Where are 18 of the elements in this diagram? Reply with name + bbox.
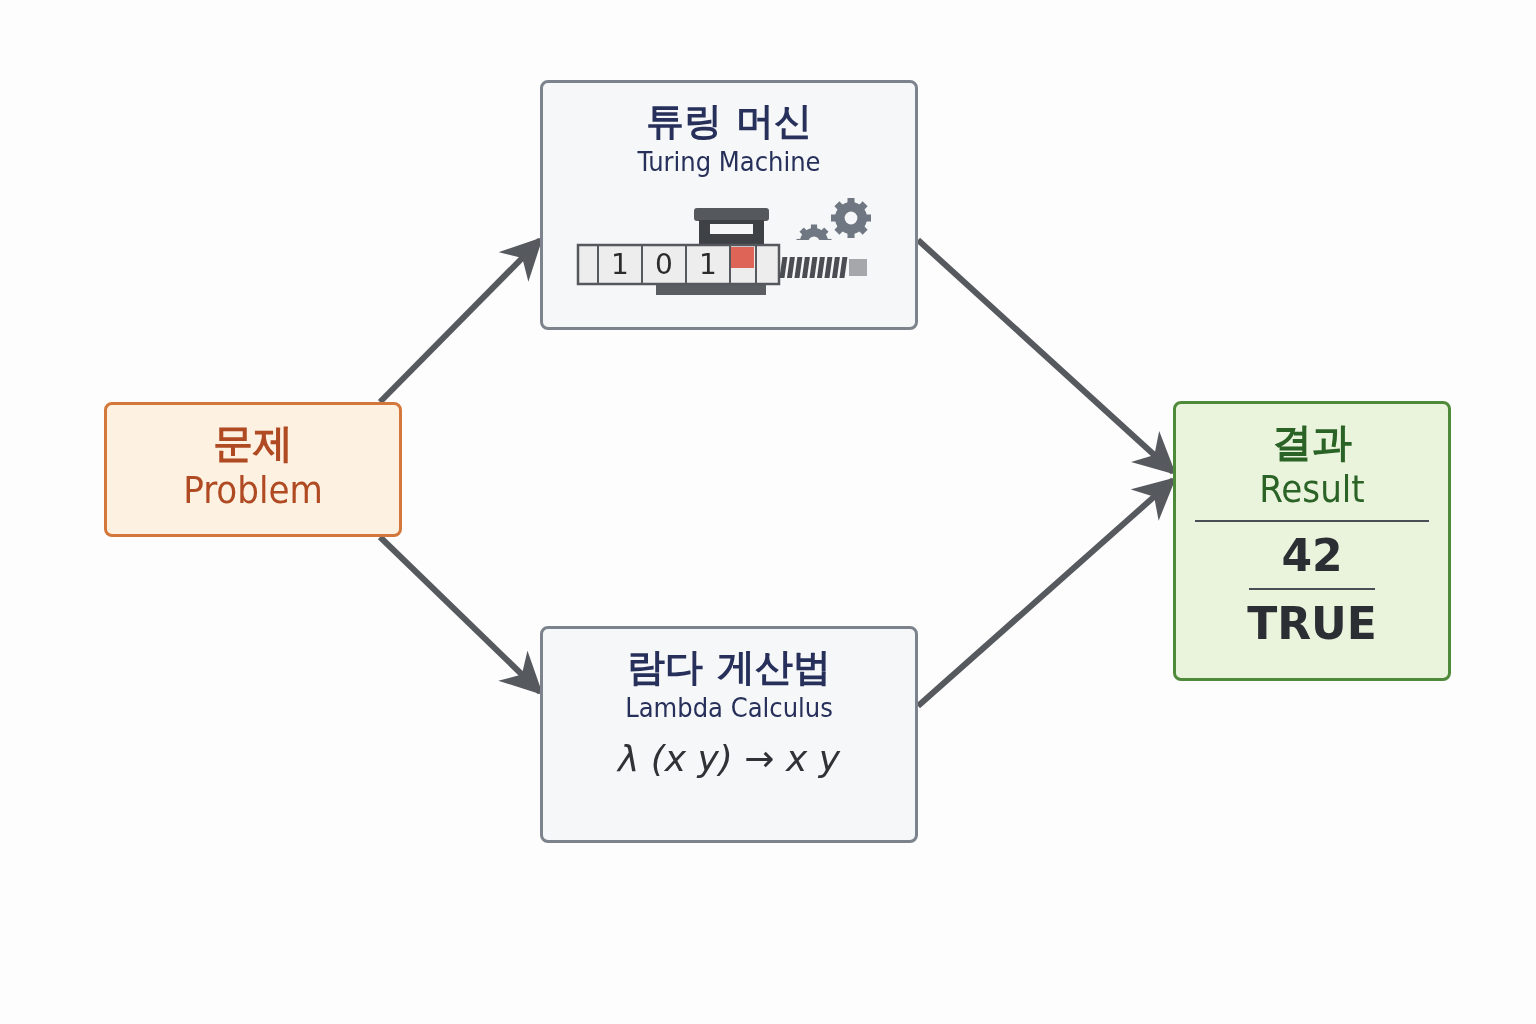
node-subtitle: Result bbox=[1259, 466, 1365, 513]
result-value: TRUE bbox=[1247, 599, 1377, 649]
tape-symbol: 0 bbox=[654, 247, 674, 284]
node-title: 람다 게산법 bbox=[627, 645, 831, 691]
model-box bbox=[540, 626, 918, 843]
node-title: 튜링 머신 bbox=[646, 99, 812, 145]
problem-box bbox=[104, 402, 402, 537]
tape-symbol: 1 bbox=[698, 247, 718, 284]
node-subtitle: Lambda Calculus bbox=[625, 690, 833, 725]
result-box bbox=[1173, 401, 1451, 681]
node-subtitle: Problem bbox=[183, 467, 323, 514]
node-subtitle: Turing Machine bbox=[637, 144, 821, 179]
node-title: 결과 bbox=[1272, 418, 1352, 466]
model-box bbox=[540, 80, 918, 330]
tape-symbol: 1 bbox=[610, 247, 630, 284]
node-title: 문제 bbox=[213, 419, 293, 467]
result-value: 42 bbox=[1281, 531, 1343, 580]
lambda-formula: λ (x y) → x y bbox=[618, 738, 840, 780]
